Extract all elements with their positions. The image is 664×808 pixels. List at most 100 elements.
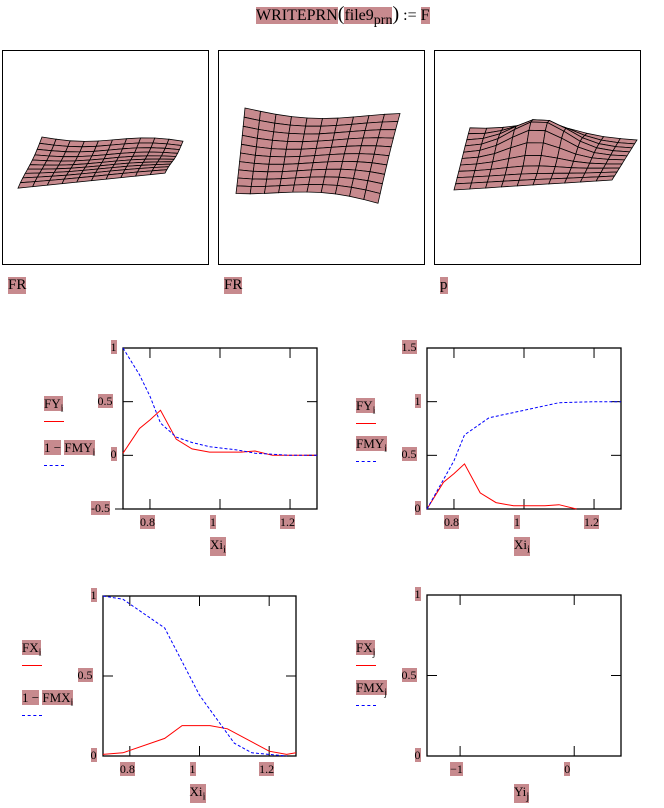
legend-name: FXi [22,640,42,659]
x-tick-label: 0 [564,762,571,776]
legend-swatch [356,665,376,666]
x-tick-label: 1 [189,762,196,776]
surface-plot-1[interactable] [2,50,209,265]
x-tick-label: 0.8 [443,515,459,529]
y-tick-label: 1 [90,588,97,602]
legend-prefix: 1 − [22,690,40,705]
legend-swatch [44,421,64,422]
x-tick-label: −1 [450,762,463,776]
legend-var: FMY [64,440,93,455]
legend-var: FX [22,640,39,655]
legend-name: FMXj [356,680,387,699]
series-line-1-fmx [102,595,287,757]
y-tick-label: 0.5 [401,447,417,462]
legend-entry: FYi [356,398,376,419]
plot-frame [102,595,297,757]
y-tick-label: 0 [90,748,97,762]
series-line-fx [102,725,297,755]
legend-name: FXj [356,640,376,659]
writeprn-equation[interactable]: WRITEPRN(file9prn) := F [256,3,430,29]
surface-patch [149,169,168,176]
legend-entry: FXi [22,640,42,661]
y-tick-label: 1 [414,393,421,408]
y-tick-label: 1.5 [401,340,417,354]
x-tick-label: 1 [210,515,216,529]
file-arg: file9prn [344,7,393,28]
legend-sub: j [384,687,387,699]
function-name: WRITEPRN [256,7,338,24]
legend-var: FY [44,396,61,411]
legend-entry: 1 − FMXi [22,690,74,711]
legend-sub: j [372,647,376,659]
x-tick-label: 1.2 [280,515,296,529]
legend-sub: i [372,405,376,417]
x-axis-label: Xii [210,537,227,556]
legend-swatch [22,665,42,666]
legend-entry: FYi [44,396,64,417]
x-tick-label: 0.8 [139,515,155,529]
legend-entry: FMXj [356,680,387,701]
legend-name: FYi [44,396,64,415]
legend-sub: i [70,697,74,709]
x-axis-label: Xii [189,784,206,803]
series-line-1-fmy [122,347,317,456]
legend-sub: i [92,447,96,459]
y-tick-label: 0.5 [77,668,93,682]
x-axis-label: Yij [514,784,530,803]
surface-plot-2[interactable] [218,50,425,265]
legend-var: FMY [356,436,385,451]
y-tick-label: 0 [110,447,117,462]
x-tick-label: 1 [514,515,520,529]
legend-sub: i [38,647,42,659]
x-axis-name: Xi [514,537,527,552]
legend-var: FMX [42,690,71,705]
x-axis-name: Xi [210,537,223,552]
legend-swatch [22,715,42,716]
x-axis-label: Xii [514,537,531,556]
legend-entry: FMYi [356,436,387,457]
legend-sub: i [384,443,387,455]
plot-frame [426,347,622,510]
plot-frame [122,347,318,510]
legend-name: FMYi [64,440,96,459]
legend-var: FMX [356,680,385,695]
legend-swatch [356,461,376,462]
rhs-variable: F [420,7,430,24]
assign-operator: := [403,7,417,24]
x-axis-name: Yi [514,784,527,799]
surface-label-1: FR [8,277,27,294]
x-axis-name: Xi [189,784,203,799]
surface-patch [363,189,381,204]
series-line-fy [426,463,577,510]
x-tick-label: 1.2 [259,762,275,776]
y-tick-label: 0.5 [401,667,417,682]
surface-label-3: p [440,277,448,294]
legend-entry: FXj [356,640,376,661]
y-tick-label: 0.5 [97,393,113,408]
legend-swatch [356,423,376,424]
x-tick-label: 0.8 [119,762,135,776]
y-tick-label: 0 [414,501,421,515]
y-tick-label: 1 [110,340,117,354]
x-axis-sub: i [527,543,531,556]
surface-label-2: FR [224,277,243,294]
plot-frame [426,594,622,757]
x-tick-label: 1.2 [584,515,600,529]
file-arg-sub: prn [373,13,393,29]
legend-swatch [44,465,64,466]
legend-swatch [356,705,376,706]
legend-entry: 1 − FMYi [44,440,96,461]
legend-var: FY [356,398,373,413]
legend-name: FMYi [356,436,387,455]
x-axis-sub: j [526,790,530,803]
x-axis-sub: i [223,543,227,556]
series-line-fy [122,409,317,456]
x-axis-sub: i [202,790,206,803]
legend-sub: i [60,403,64,415]
surface-plot-3[interactable] [434,50,641,265]
y-tick-label: 0 [414,748,421,762]
surface-patch [595,175,616,182]
series-line-fmy [426,401,621,510]
y-tick-label: -0.5 [91,501,110,515]
